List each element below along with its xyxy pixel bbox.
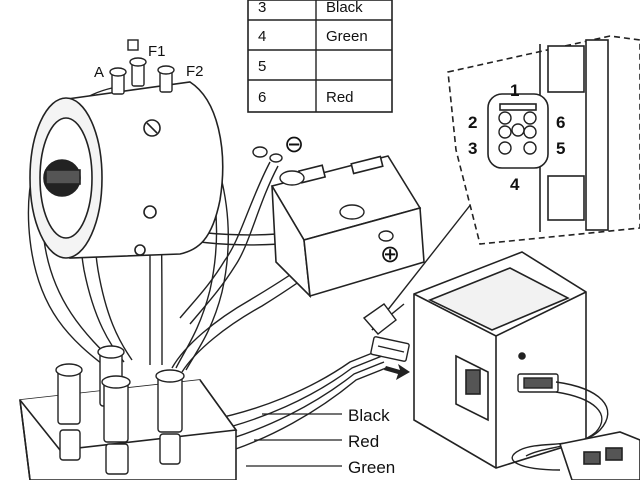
wire-label-leaders	[246, 413, 342, 467]
winch-motor	[29, 81, 224, 259]
table-color-3: Black	[326, 0, 363, 16]
motor-terminal-posts	[109, 39, 175, 95]
table-color-6: Red	[326, 89, 354, 106]
positive-terminal-symbol: ⊕	[380, 241, 400, 268]
pin-color-table: 3 Black 4 Green 5 6 Red	[247, 0, 393, 113]
control-plug	[370, 336, 410, 362]
negative-terminal-symbol: ⊖	[284, 131, 304, 158]
terminal-label-f1: F1	[148, 43, 166, 60]
contactor-studs	[55, 345, 185, 475]
control-box	[413, 251, 587, 469]
table-color-4: Green	[326, 28, 368, 45]
pin-label-2: 2	[468, 113, 477, 132]
table-pin-6: 6	[258, 89, 266, 106]
insert-arrow	[384, 364, 410, 380]
wire-label-green: Green	[348, 458, 395, 477]
pin-label-4: 4	[510, 175, 520, 194]
remote-control	[558, 431, 640, 480]
battery	[270, 155, 425, 299]
battery-negative-terminal	[252, 146, 305, 186]
table-pin-3: 3	[258, 0, 266, 16]
pin-label-5: 5	[556, 139, 565, 158]
pin-label-6: 6	[556, 113, 565, 132]
table-pin-4: 4	[258, 28, 266, 45]
control-box-socket	[517, 373, 559, 393]
terminal-label-f2: F2	[186, 63, 204, 80]
pin-label-3: 3	[468, 139, 477, 158]
wire-label-red: Red	[348, 432, 379, 451]
table-pin-5: 5	[258, 58, 266, 75]
pin-label-1: 1	[510, 81, 519, 100]
battery-positive-terminal	[339, 204, 394, 242]
connector-pins	[498, 111, 537, 155]
terminal-label-a: A	[94, 64, 104, 81]
wire-label-black: Black	[348, 406, 390, 425]
